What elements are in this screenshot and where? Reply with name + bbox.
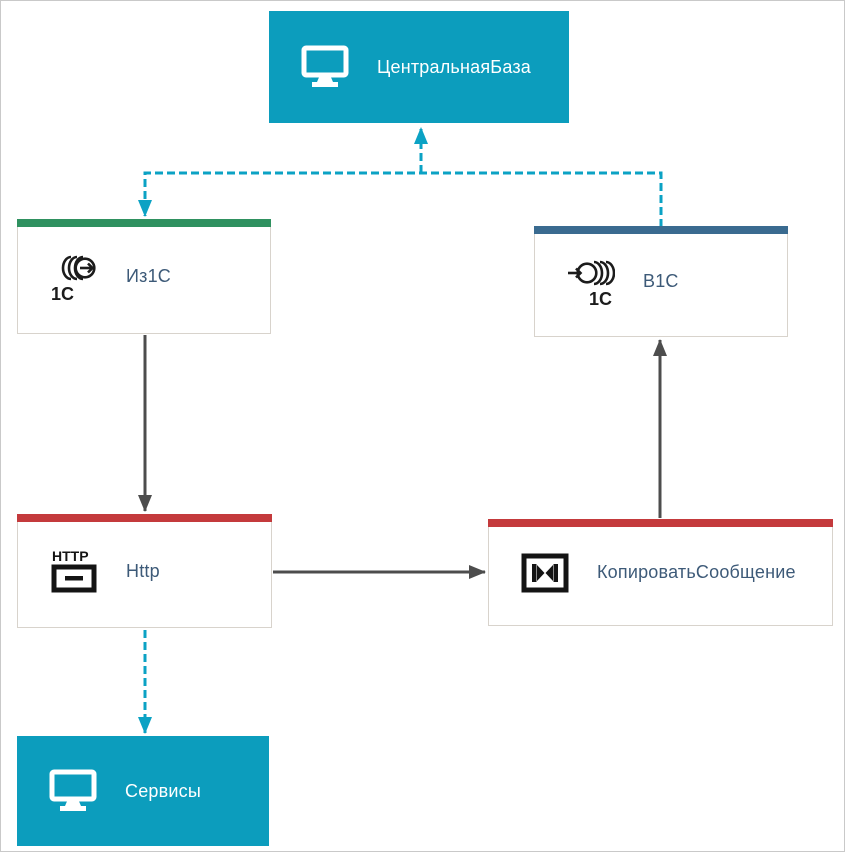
node-iz1c[interactable]: 1С Из1С — [17, 219, 271, 334]
node-http[interactable]: HTTP Http — [17, 514, 272, 628]
red-accent-bar — [488, 519, 833, 527]
node-copy-message[interactable]: КопироватьСообщение — [488, 519, 833, 626]
node-label: В1С — [643, 271, 679, 291]
svg-text:1С: 1С — [51, 284, 74, 302]
blue-accent-bar — [534, 226, 788, 234]
node-label: Из1С — [126, 266, 172, 286]
svg-text:1С: 1С — [589, 289, 612, 307]
node-label: КопироватьСообщение — [597, 562, 796, 582]
node-services[interactable]: Сервисы — [17, 736, 269, 846]
monitor-icon — [301, 45, 349, 89]
node-label: Сервисы — [125, 780, 201, 801]
node-label: Http — [126, 560, 160, 581]
svg-text:HTTP: HTTP — [52, 548, 89, 564]
green-accent-bar — [17, 219, 271, 227]
red-accent-bar — [17, 514, 272, 522]
node-v1c[interactable]: 1С В1С — [534, 226, 788, 337]
transform-icon — [521, 553, 569, 593]
data-in-1c-icon: 1С — [567, 257, 615, 307]
data-out-1c-icon: 1С — [50, 252, 98, 302]
node-label: ЦентральнаяБаза — [377, 56, 531, 77]
http-icon: HTTP — [50, 548, 98, 594]
monitor-icon — [49, 769, 97, 813]
node-central-base[interactable]: ЦентральнаяБаза — [269, 11, 569, 123]
